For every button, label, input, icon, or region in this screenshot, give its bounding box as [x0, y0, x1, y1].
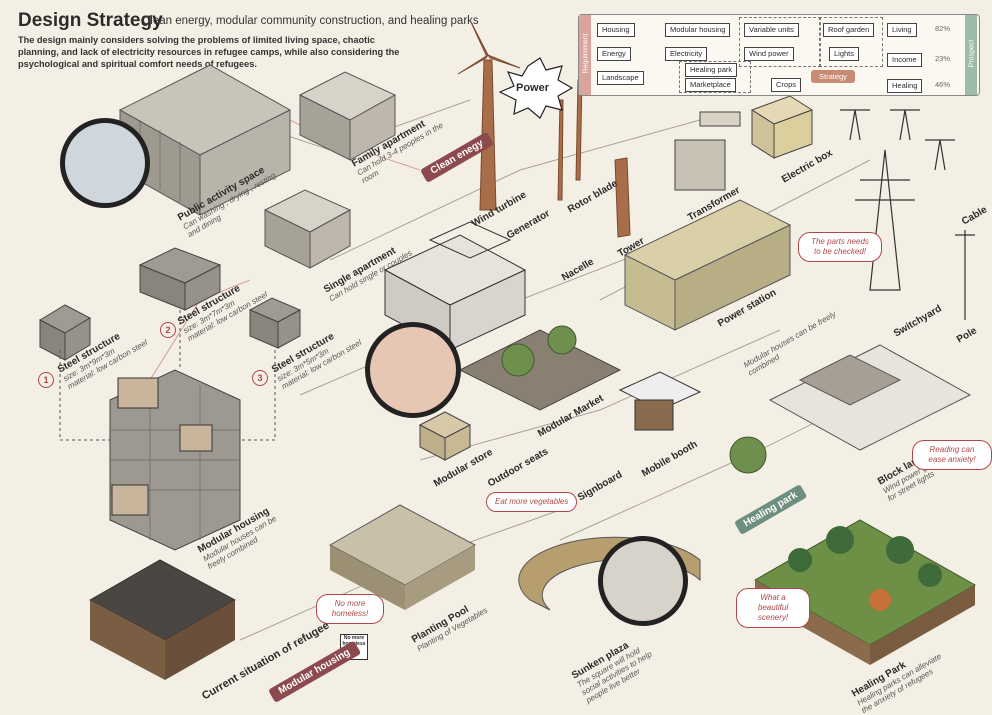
chart-group-units	[739, 17, 821, 67]
chart-group-healing	[679, 61, 751, 93]
modular-housing-stack	[109, 369, 241, 551]
bubble-parts-check: The parts needs to be checked!	[798, 232, 882, 262]
outcome-income-pct: 23%	[935, 54, 951, 63]
bubble-homeless: No more homeless!	[316, 594, 384, 624]
chart-node-housing: Housing	[597, 23, 635, 37]
chart-node-variable-units: Variable units	[744, 23, 799, 37]
chart-node-modular-housing: Modular housing	[665, 23, 731, 37]
market-ground	[458, 329, 622, 411]
steel-3-number: 3	[252, 370, 268, 386]
magnifier-plaza	[598, 536, 688, 626]
chart-group-roof	[819, 17, 883, 67]
mobile-booth	[618, 371, 702, 431]
outcome-income: Income	[887, 53, 922, 67]
steel-2-number: 2	[160, 322, 176, 338]
prospect-label: Prospect	[968, 39, 976, 68]
steel-structure-boxes	[38, 247, 302, 361]
chart-node-wind-power: Wind power	[744, 47, 794, 61]
planting-pool	[328, 504, 477, 610]
steel-1-number: 1	[38, 372, 54, 388]
electric-box	[750, 95, 814, 159]
modular-store	[418, 411, 472, 461]
block-landscape	[768, 344, 972, 451]
family-apartment-box	[298, 71, 397, 161]
chart-node-landscape: Landscape	[597, 71, 644, 85]
outcome-living: Living	[887, 23, 917, 37]
bubble-reading: Reading can ease anxiety!	[912, 440, 992, 470]
power-label: Power	[516, 82, 550, 94]
chart-node-healing-park: Healing park	[685, 63, 738, 77]
intro-text: The design mainly considers solving the …	[18, 35, 400, 69]
chart-node-crops: Crops	[771, 78, 802, 92]
power-burst	[498, 57, 574, 119]
chart-node-lights: Lights	[829, 47, 860, 61]
chart-node-energy: Energy	[597, 47, 631, 61]
magnifier-public-space	[60, 118, 150, 208]
pylons	[840, 109, 975, 320]
chart-node-electricity: Electricity	[665, 47, 708, 61]
requirement-bar	[579, 15, 591, 95]
wind-turbine	[457, 19, 521, 211]
requirement-label: Requirement	[582, 33, 590, 74]
healing-tree	[729, 436, 767, 474]
bubble-vegetables: Eat more vegetables	[486, 492, 578, 512]
park-trees	[788, 526, 942, 611]
prospect-bar	[965, 15, 977, 95]
strategy-chart: Requirement Housing Energy Landscape Mod…	[578, 14, 980, 96]
strategy-badge: Strategy	[811, 70, 855, 83]
outcome-healing: Healing	[887, 79, 923, 93]
outcome-living-pct: 82%	[935, 24, 951, 33]
single-apartment-box	[263, 189, 352, 269]
chart-node-marketplace: Marketplace	[685, 78, 736, 92]
page-title: Design Strategy	[18, 10, 163, 31]
outcome-healing-pct: 46%	[935, 80, 951, 89]
current-situation-block	[88, 559, 237, 680]
magnifier-market	[365, 322, 461, 418]
bubble-scenery: What a beautiful scenery!	[736, 588, 810, 628]
rotor-blades	[557, 79, 583, 201]
page-subtitle: Clean energy, modular community construc…	[142, 15, 479, 27]
tower-segment	[614, 157, 631, 238]
transformer	[674, 111, 741, 191]
chart-node-roof-garden: Roof garden	[823, 23, 875, 37]
power-station-container	[623, 199, 792, 331]
